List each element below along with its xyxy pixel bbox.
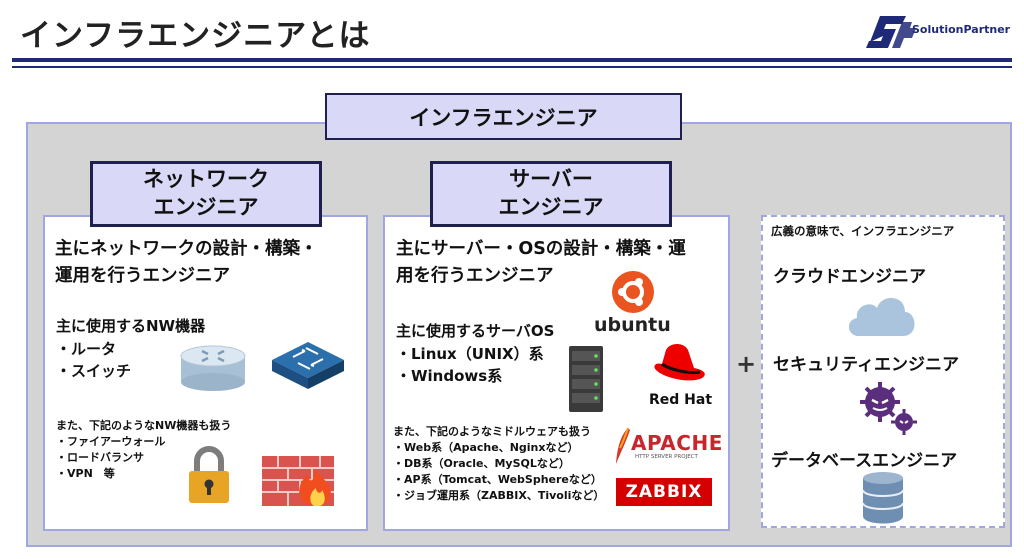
network-device-item: ・スイッチ (56, 362, 132, 380)
network-description-line2: 運用を行うエンジニア (55, 266, 230, 287)
apache-feather-icon (616, 427, 630, 464)
database-icon (862, 472, 904, 524)
apache-logo-text: APACHE (631, 431, 723, 455)
server-middleware-title: また、下記のようなミドルウェアも扱う (393, 425, 591, 438)
server-os-title: 主に使用するサーバOS (396, 322, 555, 340)
database-engineer-label: データベースエンジニア (771, 451, 958, 471)
server-os: 主に使用するサーバOS ・Linux（UNIX）系 ・Windows系 (396, 320, 554, 388)
network-devices: 主に使用するNW機器 ・ルータ ・スイッチ (56, 315, 205, 383)
network-description-line1: 主にネットワークの設計・構築・ (55, 239, 318, 259)
server-description: 主にサーバー・OSの設計・構築・運 用を行うエンジニア (396, 236, 686, 290)
ubuntu-logo-text: ubuntu (594, 314, 671, 336)
solution-partner-logo (866, 16, 916, 48)
server-heading-line2: エンジニア (498, 195, 604, 219)
header-rule (12, 58, 1012, 62)
network-heading-line1: ネットワーク (143, 167, 269, 192)
apache-logo-subtext: HTTP SERVER PROJECT (635, 454, 698, 460)
ubuntu-logo-icon (612, 271, 654, 313)
redhat-logo-text: Red Hat (649, 392, 713, 408)
network-extra: また、下記のようなNW機器も扱う ・ファイアーウォール ・ロードバランサ ・VP… (56, 418, 231, 482)
server-middleware-item: ・Web系（Apache、Nginxなど） (393, 440, 579, 454)
server-rack-icon (569, 346, 603, 412)
server-middleware-item: ・DB系（Oracle、MySQLなど） (393, 456, 570, 470)
virus-icon (860, 382, 917, 435)
server-os-item: ・Linux（UNIX）系 (396, 344, 544, 363)
network-extra-item: ・ロードバランサ (56, 450, 144, 464)
server-middleware-item: ・ジョブ運用系（ZABBIX、Tivoliなど） (393, 488, 605, 502)
server-heading: サーバー エンジニア (430, 161, 672, 227)
redhat-logo-icon (654, 344, 705, 381)
server-description-line1: 主にサーバー・OSの設計・構築・運 (396, 239, 686, 259)
firewall-icon (262, 456, 334, 506)
router-icon (180, 345, 246, 391)
logo-text: SolutionPartner (912, 23, 1011, 36)
lock-icon (189, 446, 229, 503)
server-middleware: また、下記のようなミドルウェアも扱う ・Web系（Apache、Nginxなど）… (393, 424, 604, 504)
cloud-icon (848, 297, 915, 336)
server-description-line2: 用を行うエンジニア (396, 266, 554, 287)
server-os-item: ・Windows系 (396, 367, 503, 385)
switch-icon (272, 342, 344, 389)
page-title: インフラエンジニアとは (20, 18, 371, 54)
network-heading: ネットワーク エンジニア (90, 161, 322, 227)
infra-label: インフラエンジニア (325, 93, 682, 140)
server-heading-line1: サーバー (509, 167, 593, 192)
cloud-engineer-label: クラウドエンジニア (773, 267, 926, 287)
network-devices-title: 主に使用するNW機器 (56, 317, 206, 335)
header-rule-thin (12, 66, 1012, 68)
network-device-item: ・ルータ (56, 339, 117, 358)
zabbix-logo: ZABBIX (616, 478, 712, 506)
server-middleware-item: ・AP系（Tomcat、WebSphereなど） (393, 472, 602, 486)
network-extra-title: また、下記のようなNW機器も扱う (56, 419, 232, 432)
broad-infra-caption: 広義の意味で、インフラエンジニア (771, 224, 955, 238)
network-heading-line2: エンジニア (153, 195, 259, 219)
network-extra-item: ・VPN 等 (56, 466, 115, 480)
network-extra-item: ・ファイアーウォール (56, 434, 166, 448)
security-engineer-label: セキュリティエンジニア (773, 355, 959, 375)
plus-sign: + (736, 350, 757, 378)
network-description: 主にネットワークの設計・構築・ 運用を行うエンジニア (55, 236, 318, 290)
